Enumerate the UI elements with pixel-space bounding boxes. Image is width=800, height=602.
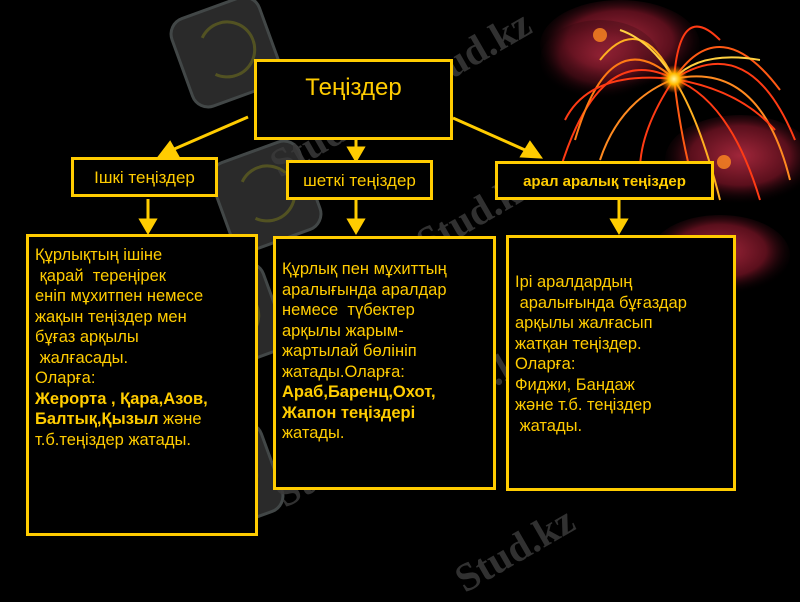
text-line: жатады.Оларға: [282, 362, 405, 381]
category-box-inter-island: арал аралық теңіздер [495, 161, 714, 200]
text-line: еніп мұхитпен немесе [35, 287, 204, 305]
description-box-marginal: Құрлық пен мұхиттың аралығында аралдар н… [273, 236, 496, 490]
text-line: жатады. [515, 416, 583, 435]
category-label: арал аралық теңіздер [523, 173, 686, 190]
text-line: аралығында бұғаздар [515, 293, 687, 312]
text-line: жартылай бөлініп [282, 342, 417, 360]
sea-names: Жапон теңіздері [282, 403, 416, 422]
text-line: Фиджи, Бандаж [515, 375, 635, 394]
description-text: Ірі аралдардың аралығында бұғаздар арқыл… [515, 272, 729, 436]
text-line: аралығында аралдар [282, 280, 447, 299]
text-line: т.б.теңіздер жатады. [35, 430, 191, 449]
description-text: Құрлық пен мұхиттың аралығында аралдар н… [282, 259, 489, 444]
text-line: жатқан теңіздер. [515, 334, 642, 353]
text-line: арқылы жалғасып [515, 314, 653, 332]
category-box-marginal: шеткі теңіздер [286, 160, 433, 200]
text-line: Құрлықтың ішіне [35, 246, 163, 264]
sea-names: Балтық,Қызыл [35, 410, 159, 428]
text-line: Оларға: [35, 369, 96, 387]
category-label: шеткі теңіздер [303, 171, 416, 190]
text-line: Ірі аралдардың [515, 273, 633, 291]
sea-names: Жерорта , Қара,Азов, [35, 389, 208, 408]
text-line: Оларға: [515, 355, 576, 373]
text-line: бұғаз арқылы [35, 328, 139, 346]
category-box-inland: Ішкі теңіздер [71, 157, 218, 197]
text-line: және т.б. теңіздер [515, 396, 652, 414]
text-line: немесе түбектер [282, 301, 415, 319]
text-line: жатады. [282, 424, 345, 442]
category-label: Ішкі теңіздер [94, 168, 195, 187]
text-line: Балтық,Қызыл және [35, 409, 251, 430]
slide-title: Теңіздер [305, 74, 402, 101]
text-line: қарай тереңірек [35, 266, 166, 285]
text-line: жалғасады. [35, 348, 129, 367]
sea-names: Араб,Баренц,Охот, [282, 383, 436, 401]
description-box-inter-island: Ірі аралдардың аралығында бұғаздар арқыл… [506, 235, 736, 491]
description-box-inland: Құрлықтың ішіне қарай тереңірек еніп мұх… [26, 234, 258, 536]
title-box: Теңіздер [254, 59, 453, 140]
text-line: жақын теңіздер мен [35, 307, 187, 326]
text-line: арқылы жарым- [282, 321, 404, 340]
text-fragment: және [158, 410, 202, 428]
description-text: Құрлықтың ішіне қарай тереңірек еніп мұх… [35, 245, 251, 450]
text-line: Құрлық пен мұхиттың [282, 260, 447, 278]
